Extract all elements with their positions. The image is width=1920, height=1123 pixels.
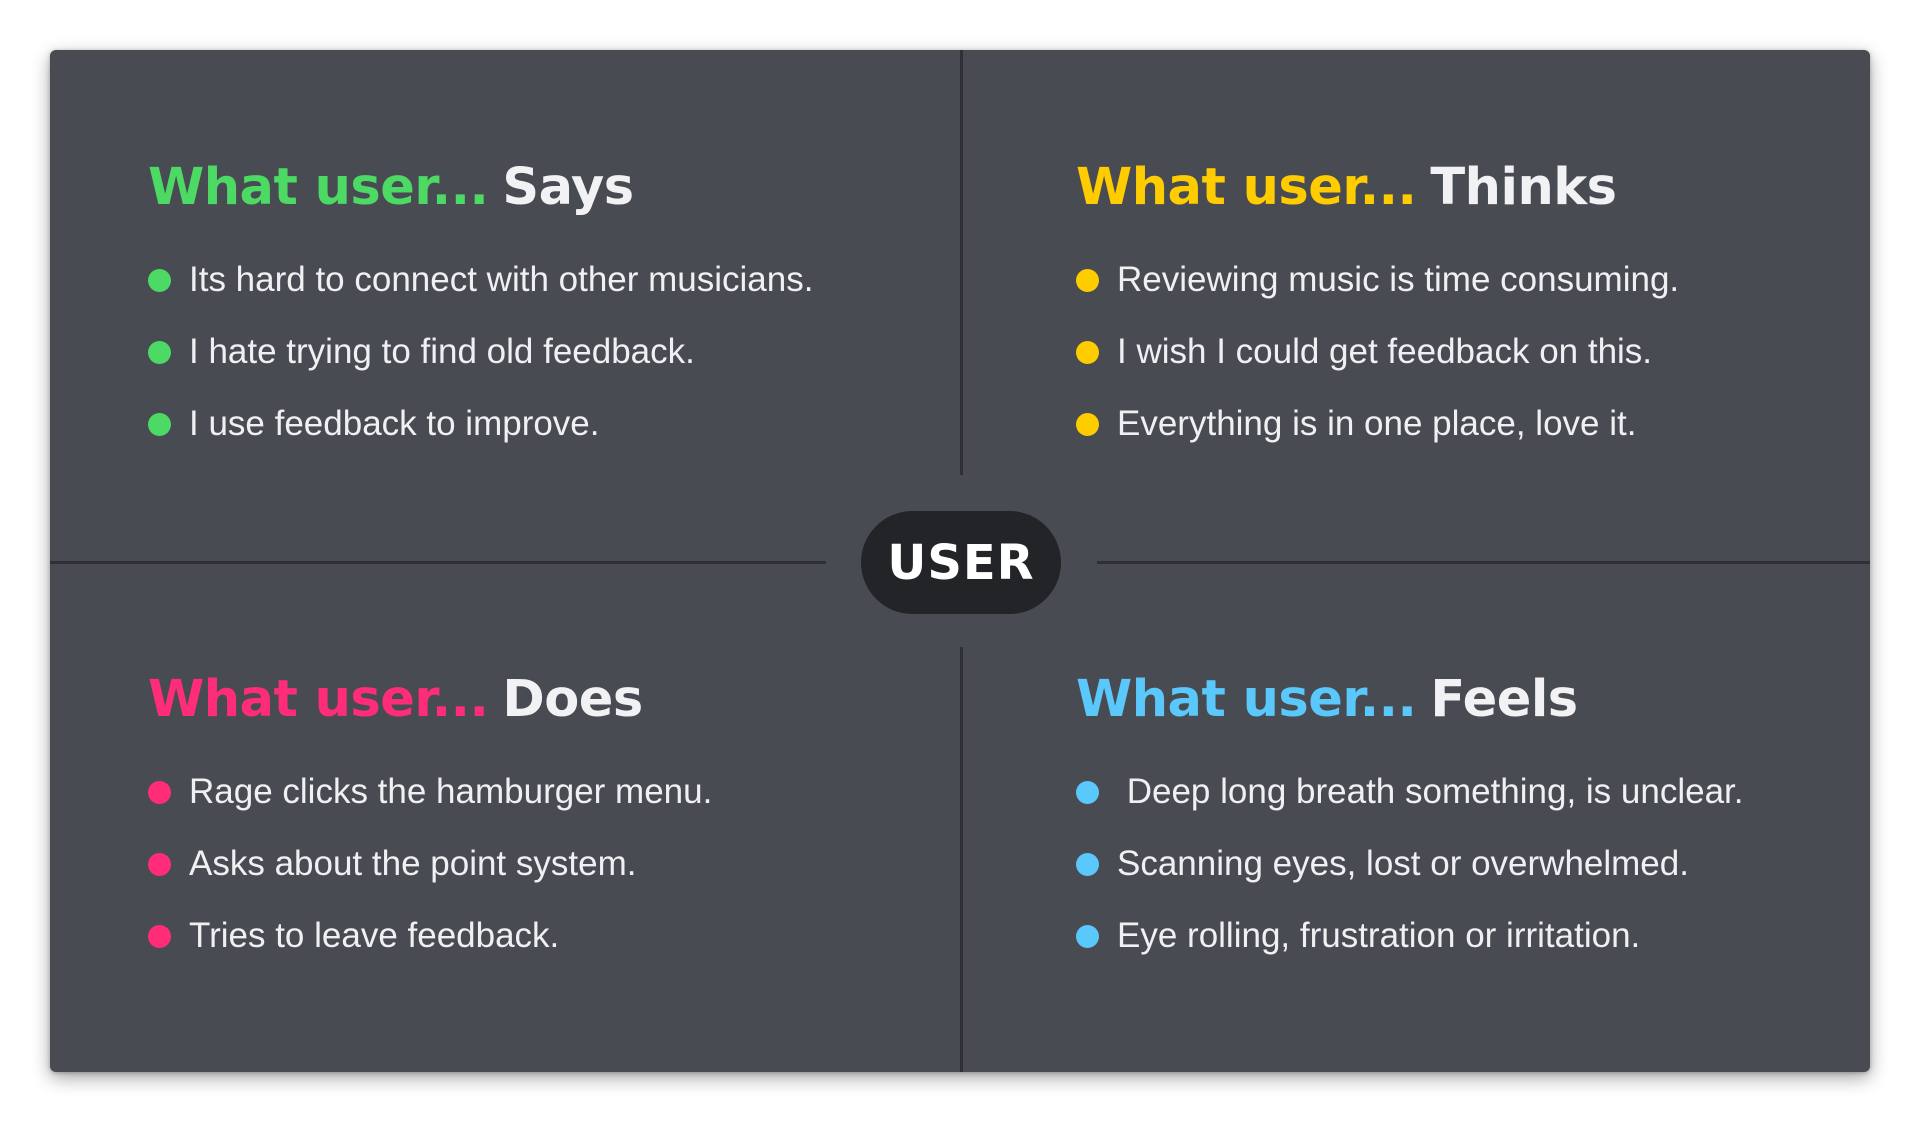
bullet-dot-icon [1076, 340, 1099, 364]
title-tail: Feels [1430, 670, 1578, 729]
item-text: I use feedback to improve. [189, 404, 600, 443]
item-text: Its hard to connect with other musicians… [189, 260, 814, 299]
title-tail: Says [502, 158, 634, 217]
quadrant-does: What user...Does Rage clicks the hamburg… [148, 662, 908, 972]
item-text: Everything is in one place, love it. [1117, 404, 1637, 443]
bullet-list-says: Its hard to connect with other musicians… [148, 244, 908, 460]
title-lead: What user... [148, 670, 489, 729]
quadrant-title-thinks: What user...Thinks [1076, 150, 1836, 226]
item-text: Tries to leave feedback. [189, 916, 560, 955]
item-text: I wish I could get feedback on this. [1117, 332, 1653, 371]
vertical-divider-top [960, 50, 963, 475]
horizontal-divider-right [1097, 561, 1870, 564]
bullet-list-does: Rage clicks the hamburger menu. Asks abo… [148, 756, 908, 972]
title-lead: What user... [1076, 670, 1417, 729]
list-item: Asks about the point system. [148, 828, 908, 900]
center-user-label: USER [861, 511, 1061, 614]
quadrant-says: What user...Says Its hard to connect wit… [148, 150, 908, 460]
list-item: Its hard to connect with other musicians… [148, 244, 908, 316]
bullet-list-thinks: Reviewing music is time consuming. I wis… [1076, 244, 1836, 460]
bullet-dot-icon [148, 340, 171, 364]
bullet-dot-icon [148, 412, 171, 436]
title-lead: What user... [148, 158, 489, 217]
quadrant-title-does: What user...Does [148, 662, 908, 738]
title-tail: Does [502, 670, 643, 729]
bullet-dot-icon [148, 852, 171, 876]
bullet-list-feels: Deep long breath something, is unclear. … [1076, 756, 1836, 972]
bullet-dot-icon [148, 268, 171, 292]
item-text: Deep long breath something, is unclear. [1117, 772, 1744, 811]
bullet-dot-icon [1076, 412, 1099, 436]
quadrant-thinks: What user...Thinks Reviewing music is ti… [1076, 150, 1836, 460]
quadrant-title-says: What user...Says [148, 150, 908, 226]
list-item: Eye rolling, frustration or irritation. [1076, 900, 1836, 972]
title-lead: What user... [1076, 158, 1417, 217]
list-item: Tries to leave feedback. [148, 900, 908, 972]
list-item: Everything is in one place, love it. [1076, 388, 1836, 460]
vertical-divider-bottom [960, 647, 963, 1072]
title-tail: Thinks [1430, 158, 1617, 217]
bullet-dot-icon [1076, 924, 1099, 948]
horizontal-divider-left [50, 561, 826, 564]
item-text: Eye rolling, frustration or irritation. [1117, 916, 1641, 955]
item-text: Rage clicks the hamburger menu. [189, 772, 713, 811]
bullet-dot-icon [148, 924, 171, 948]
item-text: Asks about the point system. [189, 844, 637, 883]
bullet-dot-icon [1076, 852, 1099, 876]
list-item: Deep long breath something, is unclear. [1076, 756, 1836, 828]
bullet-dot-icon [1076, 780, 1099, 804]
item-text: I hate trying to find old feedback. [189, 332, 695, 371]
quadrant-title-feels: What user...Feels [1076, 662, 1836, 738]
list-item: I use feedback to improve. [148, 388, 908, 460]
item-text: Scanning eyes, lost or overwhelmed. [1117, 844, 1689, 883]
item-text: Reviewing music is time consuming. [1117, 260, 1680, 299]
list-item: Scanning eyes, lost or overwhelmed. [1076, 828, 1836, 900]
quadrant-feels: What user...Feels Deep long breath somet… [1076, 662, 1836, 972]
bullet-dot-icon [148, 780, 171, 804]
bullet-dot-icon [1076, 268, 1099, 292]
list-item: Reviewing music is time consuming. [1076, 244, 1836, 316]
list-item: I hate trying to find old feedback. [148, 316, 908, 388]
list-item: I wish I could get feedback on this. [1076, 316, 1836, 388]
empathy-map-board: USER What user...Says Its hard to connec… [50, 50, 1870, 1072]
list-item: Rage clicks the hamburger menu. [148, 756, 908, 828]
